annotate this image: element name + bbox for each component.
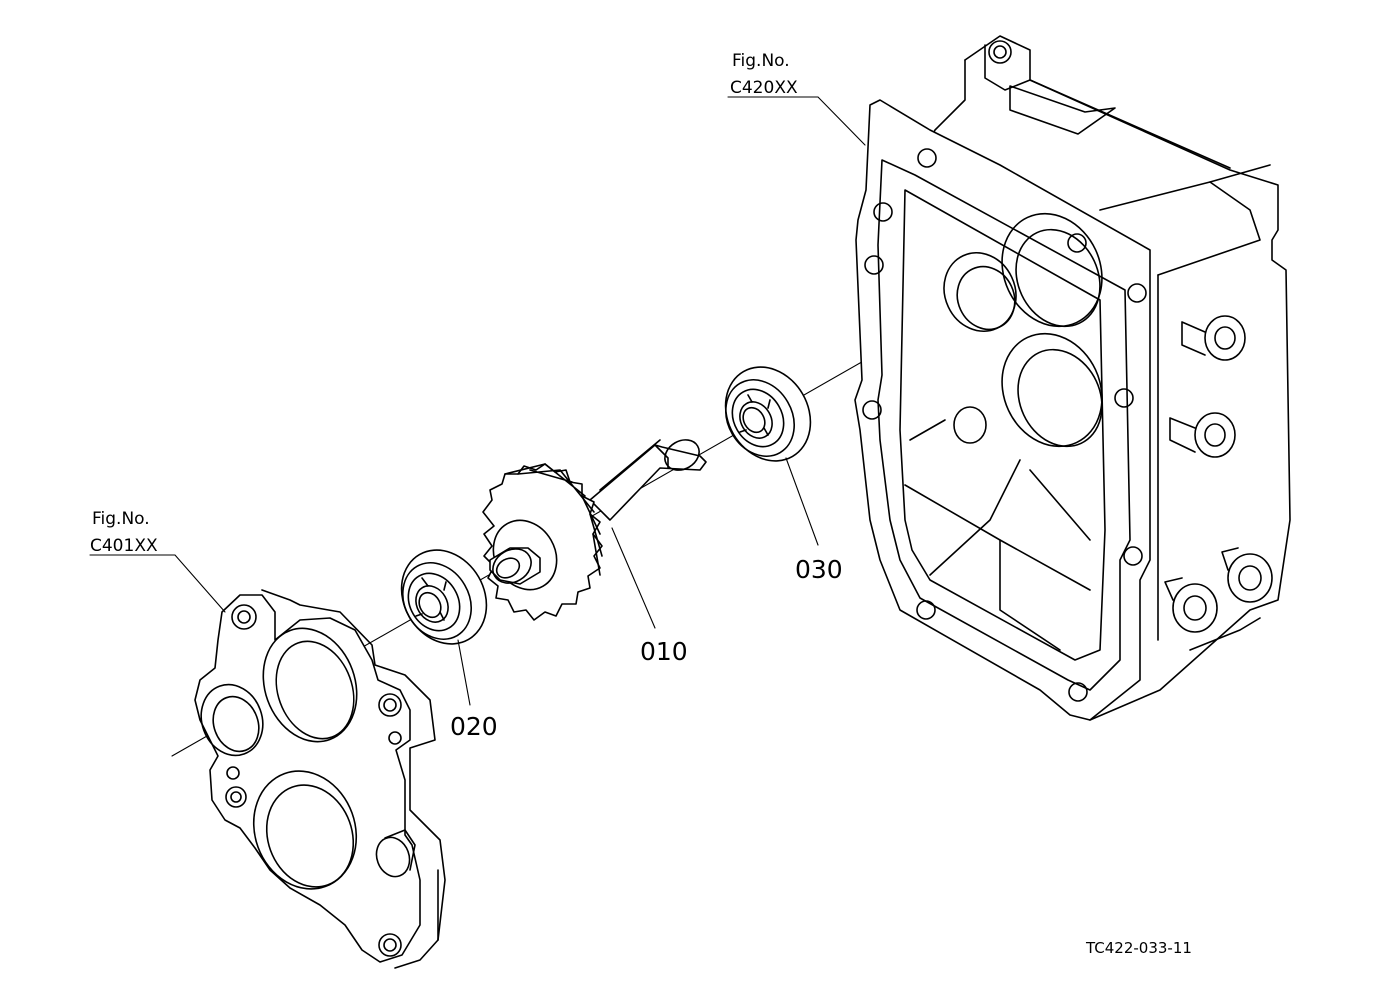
transmission-housing[interactable] [854, 35, 1291, 721]
leader-030 [785, 457, 819, 546]
gear-shaft-010[interactable] [481, 434, 707, 621]
fig-ref-c420xx-line2: C420XX [730, 78, 798, 98]
part-number-020: 020 [450, 712, 498, 741]
leader-010 [611, 527, 656, 629]
drawing-code: TC422-033-11 [1085, 939, 1192, 957]
bearing-030[interactable] [709, 352, 827, 477]
part-number-010: 010 [640, 637, 688, 666]
part-number-030: 030 [795, 555, 843, 584]
bearing-020[interactable] [385, 535, 503, 660]
cover-plate[interactable] [191, 589, 446, 969]
fig-ref-c401xx-line1: Fig.No. [92, 509, 150, 529]
fig-ref-c420xx-line1: Fig.No. [732, 51, 790, 71]
fig-ref-c401xx-line2: C401XX [90, 536, 158, 556]
leader-020 [457, 639, 471, 706]
leader-fig-c401xx [89, 554, 226, 613]
leader-fig-c420xx [727, 96, 866, 146]
